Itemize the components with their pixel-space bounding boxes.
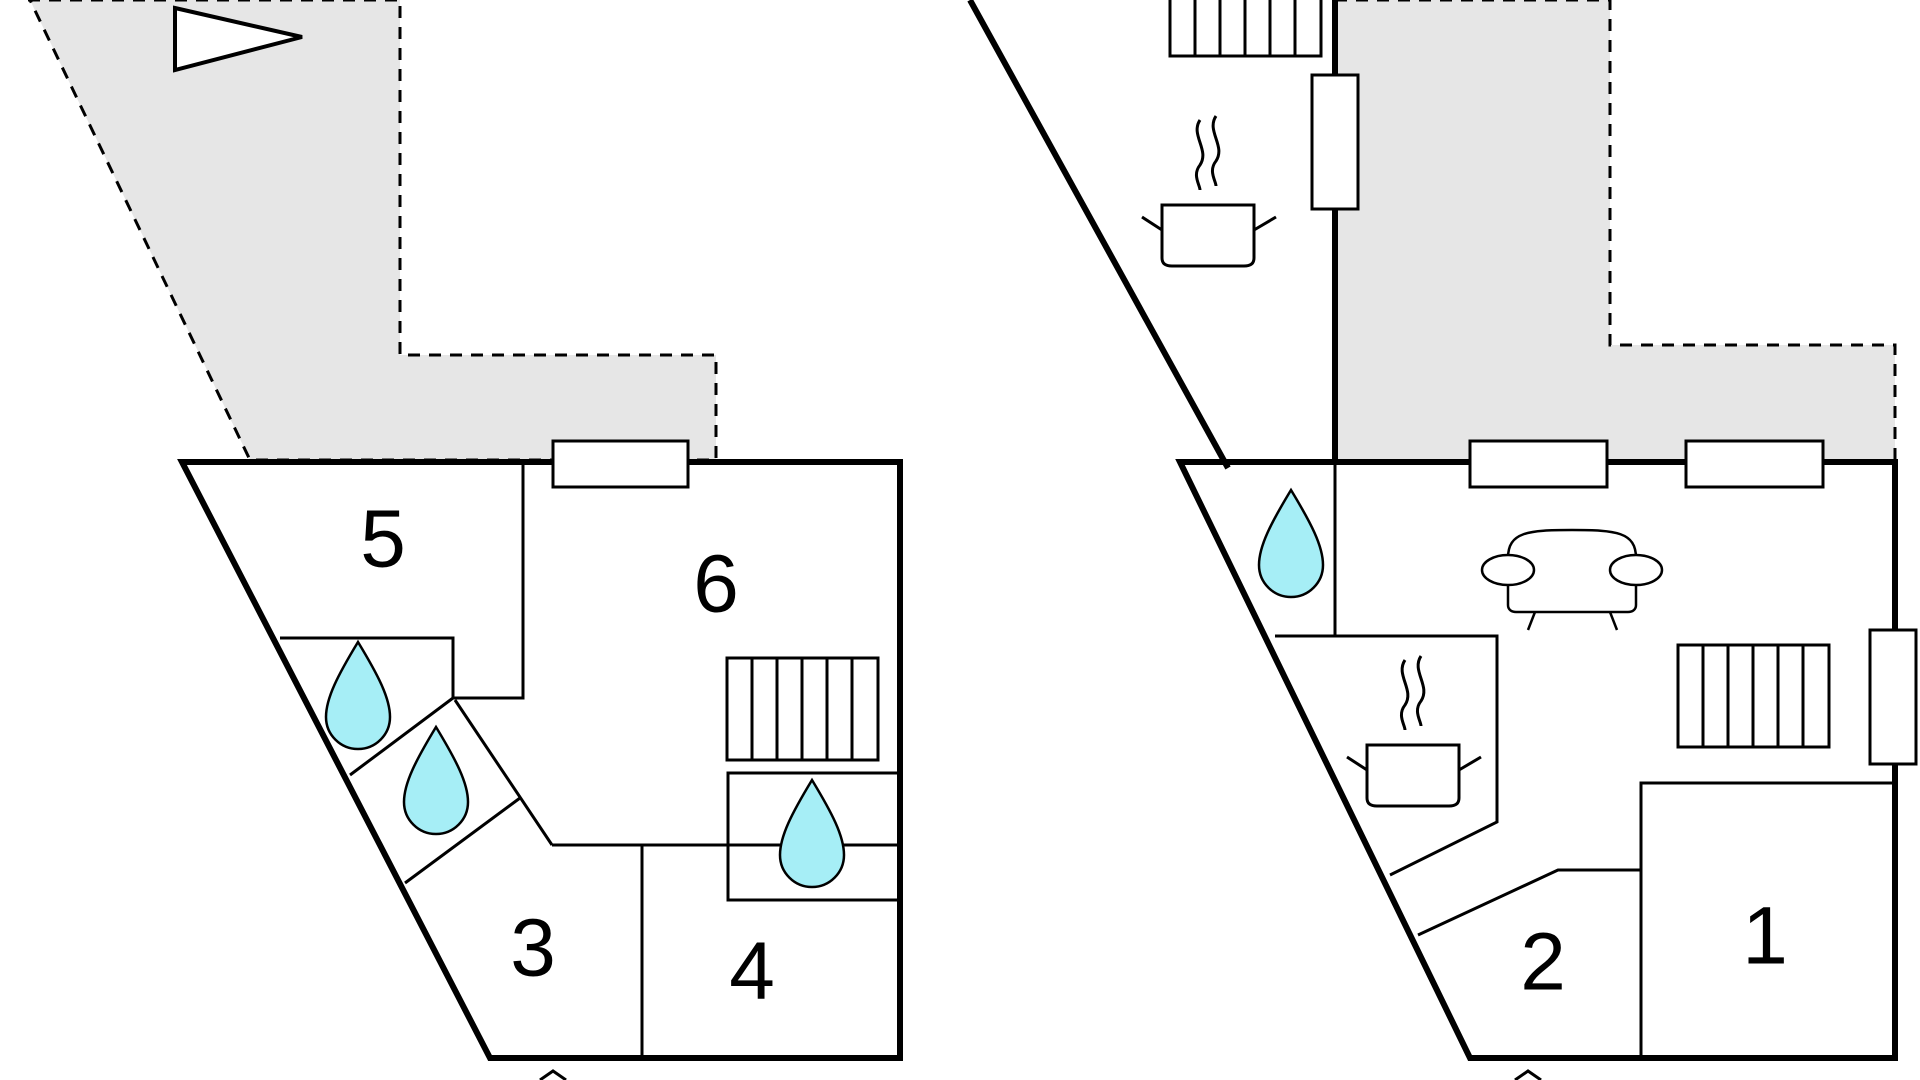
bathroom-drop-icon xyxy=(324,639,392,751)
room-label-6: 6 xyxy=(693,539,739,630)
right-interior-walls xyxy=(1275,462,1892,1056)
window-icon xyxy=(1310,73,1360,211)
right-outer-wall xyxy=(1175,459,1898,1061)
bathroom-drop-icon xyxy=(1257,487,1325,599)
north-arrow-icon xyxy=(173,5,303,73)
stairs-icon xyxy=(1168,0,1323,58)
room-label-5: 5 xyxy=(360,494,406,585)
kitchen-pot-icon xyxy=(1141,115,1277,268)
entrance-arrow-icon xyxy=(539,1069,567,1080)
stairs-icon xyxy=(1676,643,1831,749)
left-interior-walls xyxy=(280,462,902,1056)
room-label-3: 3 xyxy=(510,903,556,994)
sofa-icon xyxy=(1480,528,1664,631)
window-icon xyxy=(551,439,690,489)
left-floor-plan: 5 6 3 4 xyxy=(28,0,903,1080)
stairs-icon xyxy=(725,656,880,762)
window-icon xyxy=(1868,628,1918,766)
bathroom-drop-icon xyxy=(402,724,470,836)
kitchen-pot-icon xyxy=(1346,655,1482,808)
right-floor-plan: 2 1 xyxy=(967,0,1918,1080)
right-terrace xyxy=(1333,0,1897,464)
right-diagonal-wall xyxy=(967,0,1231,470)
window-icon xyxy=(1468,439,1609,489)
room-label-1: 1 xyxy=(1742,891,1788,982)
bathroom-drop-icon xyxy=(778,777,846,889)
entrance-arrow-icon xyxy=(1514,1069,1542,1080)
room-label-4: 4 xyxy=(729,926,775,1017)
window-icon xyxy=(1684,439,1825,489)
left-terrace xyxy=(28,0,718,462)
room-label-2: 2 xyxy=(1520,917,1566,1008)
